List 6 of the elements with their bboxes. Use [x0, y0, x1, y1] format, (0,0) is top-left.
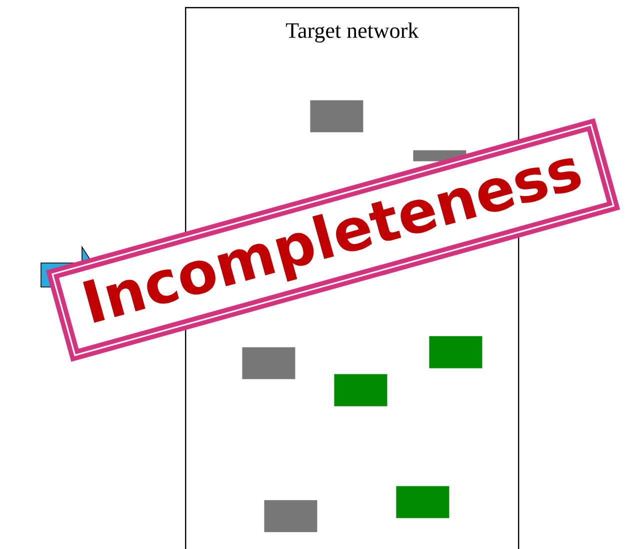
- node-box: [242, 347, 296, 380]
- node-box: [310, 100, 364, 132]
- node-box: [396, 486, 450, 518]
- node-box: [429, 336, 482, 368]
- node-box: [334, 374, 388, 406]
- node-box: [264, 500, 318, 532]
